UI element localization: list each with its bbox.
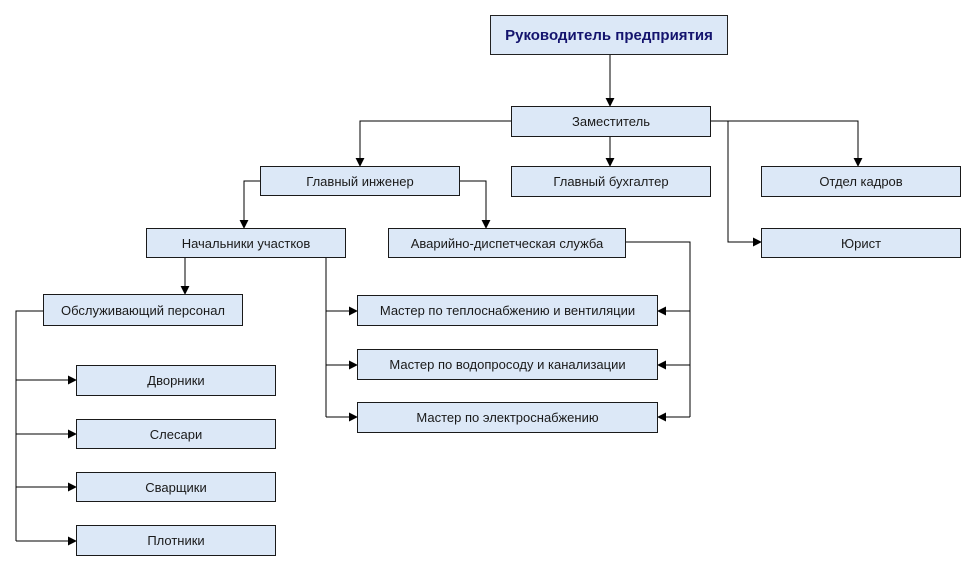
- node-lawyer: Юрист: [761, 228, 961, 258]
- node-carpenters: Плотники: [76, 525, 276, 556]
- node-master-heating: Мастер по теплоснабжению и вентиляции: [357, 295, 658, 326]
- node-service-staff: Обслуживающий персонал: [43, 294, 243, 326]
- node-emergency-service: Аварийно-диспетческая служба: [388, 228, 626, 258]
- edge-engineer-site-heads: [239, 180, 261, 229]
- edge-emergency-trunk: [626, 241, 691, 417]
- edge-deputy-hr: [710, 120, 863, 167]
- node-chief-engineer: Главный инженер: [260, 166, 460, 196]
- node-janitors: Дворники: [76, 365, 276, 396]
- node-hr: Отдел кадров: [761, 166, 961, 197]
- node-deputy: Заместитель: [511, 106, 711, 137]
- node-master-electric: Мастер по электроснабжению: [357, 402, 658, 433]
- edge-deputy-lawyer: [710, 120, 762, 247]
- edge-service-staff-trunk: [15, 310, 43, 541]
- node-site-heads: Начальники участков: [146, 228, 346, 258]
- node-locksmiths: Слесари: [76, 419, 276, 449]
- node-chief-accountant: Главный бухгалтер: [511, 166, 711, 197]
- node-welders: Сварщики: [76, 472, 276, 502]
- node-master-water: Мастер по водопросоду и канализации: [357, 349, 658, 380]
- edge-deputy-chief-engineer: [355, 120, 511, 167]
- edge-engineer-emergency: [460, 180, 491, 229]
- node-director: Руководитель предприятия: [490, 15, 728, 55]
